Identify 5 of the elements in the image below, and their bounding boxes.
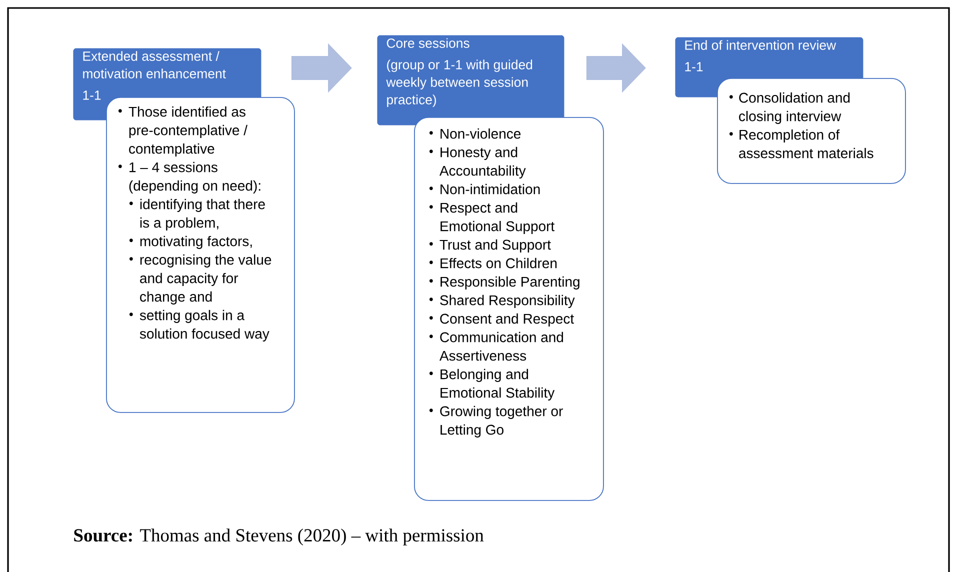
caption: Source: Thomas and Stevens (2020) – with permission [74,528,484,546]
list-box: Consolidation and closing interview Recompletion of assessment materials [717,78,906,184]
header-box: Core sessions (group or 1-1 with guided weekly between session practice) [377,35,564,126]
list-box: Those identified as pre-contemplative / contemplative 1 – 4 sessions (depending on need): identifying that there is a problem, motivating factors, recognising the value and capacity for change and setting goals in a solution focused way [106,97,295,413]
list-box: Non-violence Honesty and Accountability Non-intimidation Respect and Emotional Support Trust and Support Effects on Children Responsible Parenting Shared Responsibility Consent and Respect Communication and Assertiveness Belonging and Emotional Stability Growing together or Letting Go [414,117,604,501]
